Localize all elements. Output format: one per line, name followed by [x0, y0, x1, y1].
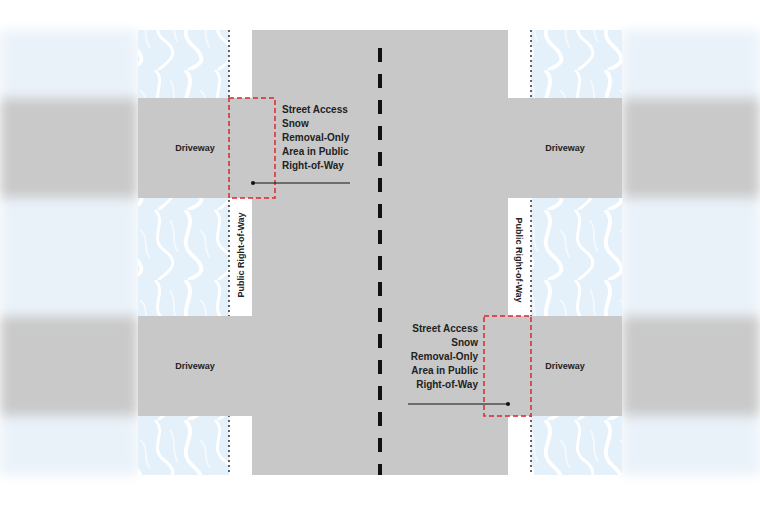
street [252, 30, 508, 475]
driveway: Driveway [138, 98, 252, 198]
leader-line [408, 404, 508, 405]
right-of-way-label: Public Right-of-Way [236, 210, 246, 299]
right-of-way-label: Public Right-of-Way [514, 215, 524, 304]
driveway-label: Driveway [175, 143, 215, 153]
leader-line [253, 183, 350, 184]
driveway: Driveway [508, 316, 622, 416]
driveway-label: Driveway [545, 361, 585, 371]
center-line [378, 48, 382, 475]
driveway: Driveway [138, 316, 252, 416]
callout-note: Street Access Snow Removal-Only Area in … [282, 103, 354, 173]
diagram-ground [138, 30, 622, 475]
driveway: Driveway [508, 98, 622, 198]
driveway-label: Driveway [545, 143, 585, 153]
driveway-label: Driveway [175, 361, 215, 371]
callout-note: Street Access Snow Removal-Only Area in … [404, 322, 478, 392]
